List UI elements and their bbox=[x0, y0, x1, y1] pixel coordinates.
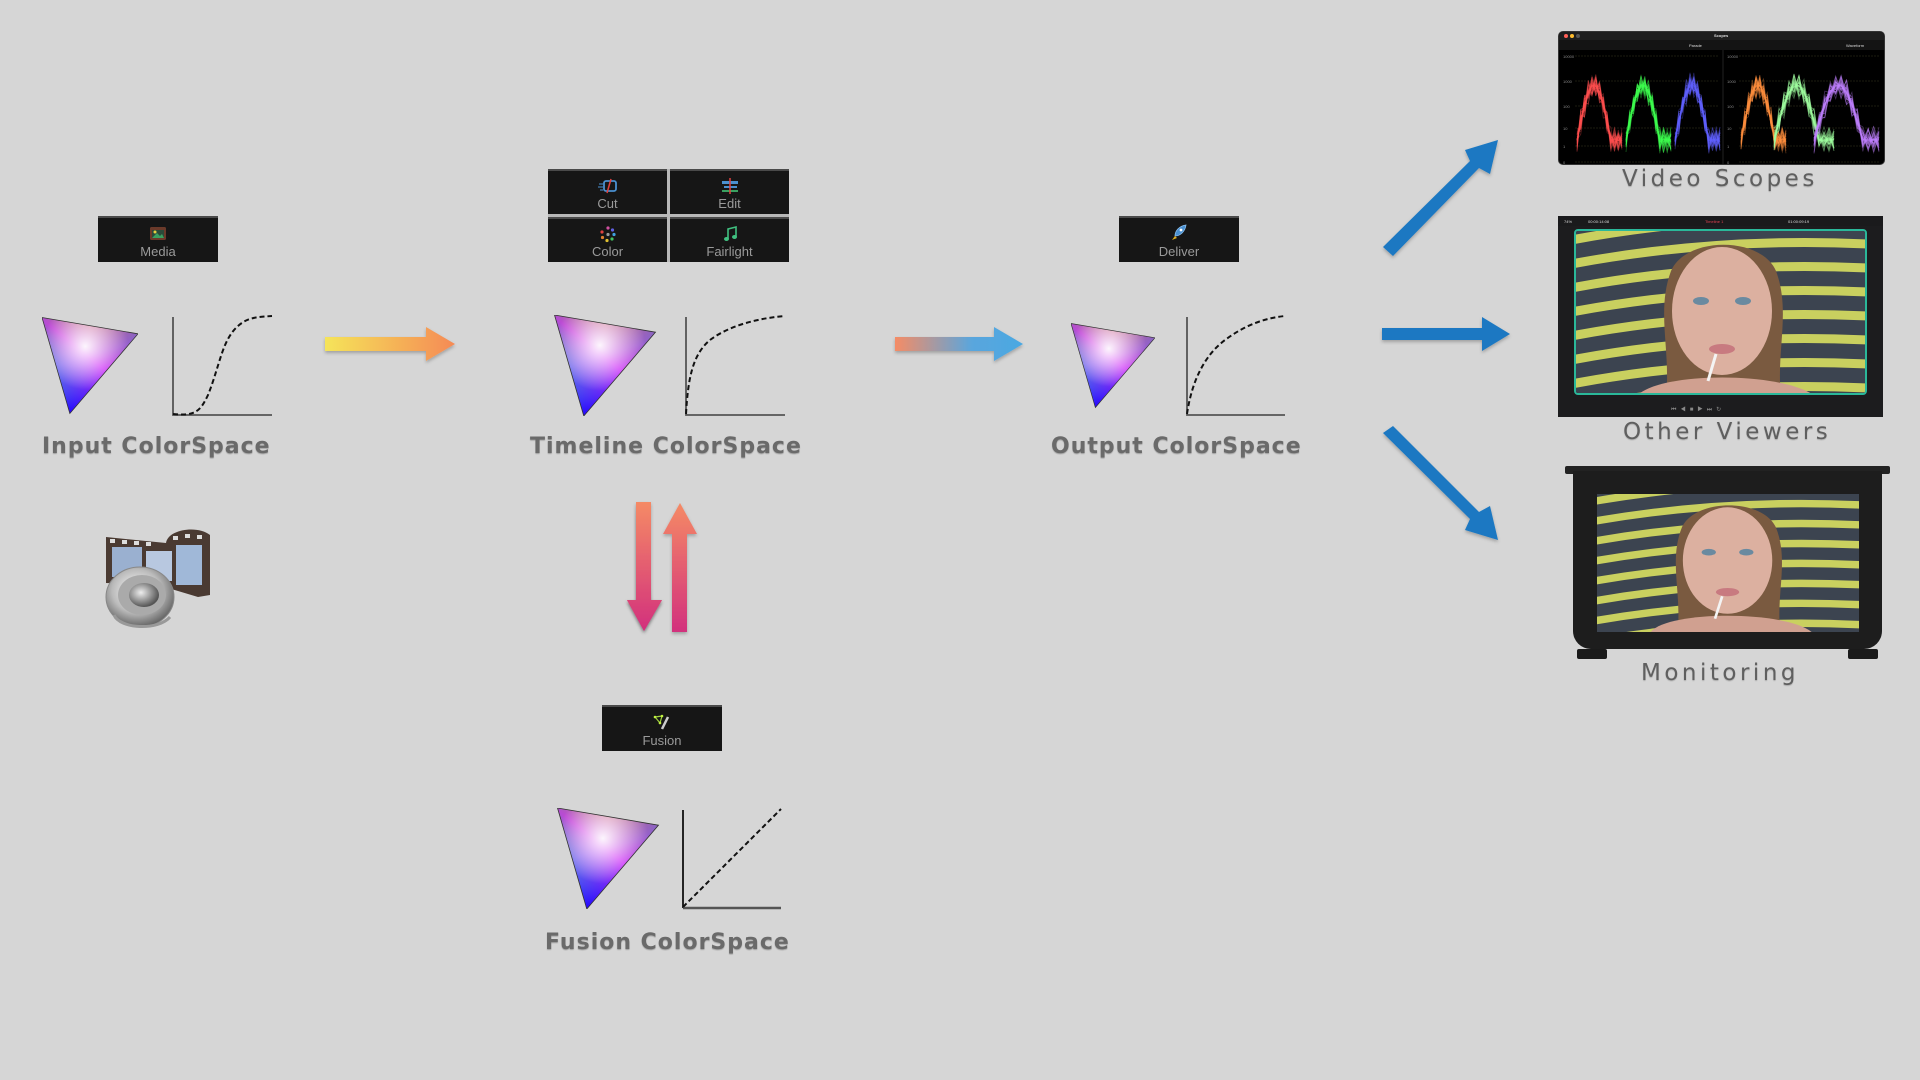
fusion-page-button[interactable]: Fusion bbox=[602, 705, 722, 751]
monitor-screen bbox=[1597, 494, 1859, 632]
edit-page-icon bbox=[720, 177, 740, 195]
to-viewers-arrow bbox=[1382, 317, 1510, 351]
monitor-stand-right bbox=[1848, 649, 1878, 659]
left-eye bbox=[1693, 297, 1709, 305]
color-page-icon bbox=[598, 225, 618, 243]
input-curve-graph bbox=[173, 316, 272, 415]
scope-axis-tick: 10 bbox=[1727, 126, 1731, 131]
fusion-colorspace-label: Fusion ColorSpace bbox=[545, 930, 790, 955]
media-page-icon bbox=[148, 224, 168, 242]
other-viewers-label: Other Viewers bbox=[1623, 419, 1831, 445]
scope-traces bbox=[1559, 50, 1884, 164]
monitor-stand-left bbox=[1577, 649, 1607, 659]
timeline-colorspace-label: Timeline ColorSpace bbox=[530, 434, 802, 459]
input-gamut-triangle bbox=[42, 318, 138, 414]
scopes-mode-bar: Parade Waveform bbox=[1559, 40, 1884, 50]
output-colorspace-label: Output ColorSpace bbox=[1051, 434, 1302, 459]
viewer-frame[interactable] bbox=[1574, 229, 1867, 395]
timeline-curve-graph bbox=[686, 316, 785, 415]
close-window-icon[interactable] bbox=[1564, 34, 1568, 38]
lips bbox=[1716, 588, 1739, 596]
to-monitoring-arrow bbox=[1383, 426, 1498, 540]
scope-axis-tick: 1 bbox=[1563, 144, 1565, 149]
fusion-curve bbox=[683, 809, 781, 907]
maximize-window-icon[interactable] bbox=[1576, 34, 1580, 38]
other-viewer-window[interactable]: 74% 00:00:14:08 Timeline 1 01:00:09:19 ⏮… bbox=[1558, 216, 1883, 417]
timeline-gamut-triangle bbox=[555, 315, 656, 416]
timeline-to-output-arrow bbox=[895, 327, 1023, 361]
portrait-image bbox=[1597, 494, 1859, 632]
scopes-title-bar: Scopes bbox=[1559, 32, 1884, 40]
scopes-window-title: Scopes bbox=[1714, 33, 1728, 38]
video-scopes-label: Video Scopes bbox=[1622, 166, 1818, 192]
edit-page-label: Edit bbox=[670, 196, 789, 211]
timeline-curve bbox=[686, 316, 785, 414]
reference-monitor bbox=[1565, 466, 1890, 666]
fusion-to-timeline-arrow bbox=[663, 503, 697, 632]
timeline-select[interactable]: Timeline 1 bbox=[1705, 219, 1723, 224]
record-timecode: 01:00:09:19 bbox=[1788, 219, 1809, 224]
portrait-image bbox=[1576, 231, 1867, 395]
scope-axis-tick: 100 bbox=[1727, 104, 1734, 109]
fusion-page-icon bbox=[652, 713, 672, 731]
scope-axis-tick: 10 bbox=[1563, 126, 1567, 131]
viewer-header: 74% 00:00:14:08 Timeline 1 01:00:09:19 bbox=[1558, 216, 1883, 226]
monitoring-label: Monitoring bbox=[1641, 660, 1799, 686]
page-button-group: Cut Edit Color Fairlight bbox=[548, 169, 789, 262]
scope-axis-tick: 10000 bbox=[1563, 54, 1574, 59]
media-files-icon bbox=[98, 515, 216, 633]
minimize-window-icon[interactable] bbox=[1570, 34, 1574, 38]
left-scope-mode-select[interactable]: Parade bbox=[1689, 43, 1702, 48]
source-timecode: 00:00:14:08 bbox=[1588, 219, 1609, 224]
scope-axis-tick: 0 bbox=[1727, 160, 1729, 165]
fairlight-page-button[interactable]: Fairlight bbox=[670, 217, 789, 262]
face bbox=[1683, 507, 1772, 613]
scope-axis-tick: 100 bbox=[1563, 104, 1570, 109]
scope-axis-tick: 1 bbox=[1727, 144, 1729, 149]
fusion-gamut-triangle bbox=[558, 808, 659, 909]
media-page-button[interactable]: Media bbox=[98, 216, 218, 262]
input-curve bbox=[173, 316, 272, 414]
color-page-button[interactable]: Color bbox=[548, 217, 667, 262]
right-eye bbox=[1739, 549, 1753, 556]
transport-controls: ⏮◀■▶⏭↻ bbox=[1558, 401, 1883, 417]
scope-axis-tick: 0 bbox=[1563, 160, 1565, 165]
fusion-curve-graph bbox=[683, 809, 781, 908]
output-curve bbox=[1187, 316, 1285, 414]
viewer-zoom-select[interactable]: 74% bbox=[1564, 219, 1572, 224]
right-scope-mode-select[interactable]: Waveform bbox=[1846, 43, 1864, 48]
video-scopes-window[interactable]: Scopes Parade Waveform 1000010001001010 … bbox=[1558, 31, 1885, 165]
right-eye bbox=[1735, 297, 1751, 305]
left-eye bbox=[1702, 549, 1716, 556]
color-page-label: Color bbox=[548, 244, 667, 259]
scope-axis-tick: 1000 bbox=[1563, 79, 1572, 84]
input-to-timeline-arrow bbox=[325, 327, 455, 361]
deliver-page-button[interactable]: Deliver bbox=[1119, 216, 1239, 262]
media-page-label: Media bbox=[98, 244, 218, 259]
fairlight-page-label: Fairlight bbox=[670, 244, 789, 259]
cut-page-icon bbox=[598, 177, 618, 195]
output-curve-graph bbox=[1187, 316, 1285, 415]
fairlight-page-icon bbox=[720, 225, 740, 243]
input-colorspace-label: Input ColorSpace bbox=[42, 434, 271, 459]
scope-axis-tick: 1000 bbox=[1727, 79, 1736, 84]
scope-axis-tick: 10000 bbox=[1727, 54, 1738, 59]
deliver-page-label: Deliver bbox=[1119, 244, 1239, 259]
edit-page-button[interactable]: Edit bbox=[670, 169, 789, 214]
to-scopes-arrow bbox=[1383, 140, 1498, 256]
cut-page-label: Cut bbox=[548, 196, 667, 211]
fusion-page-label: Fusion bbox=[602, 733, 722, 748]
deliver-page-icon bbox=[1169, 224, 1189, 242]
playback-buttons[interactable]: ⏮◀■▶⏭↻ bbox=[1671, 406, 1725, 414]
cut-page-button[interactable]: Cut bbox=[548, 169, 667, 214]
face bbox=[1672, 247, 1772, 375]
output-gamut-triangle bbox=[1071, 324, 1155, 408]
lips bbox=[1709, 344, 1735, 354]
